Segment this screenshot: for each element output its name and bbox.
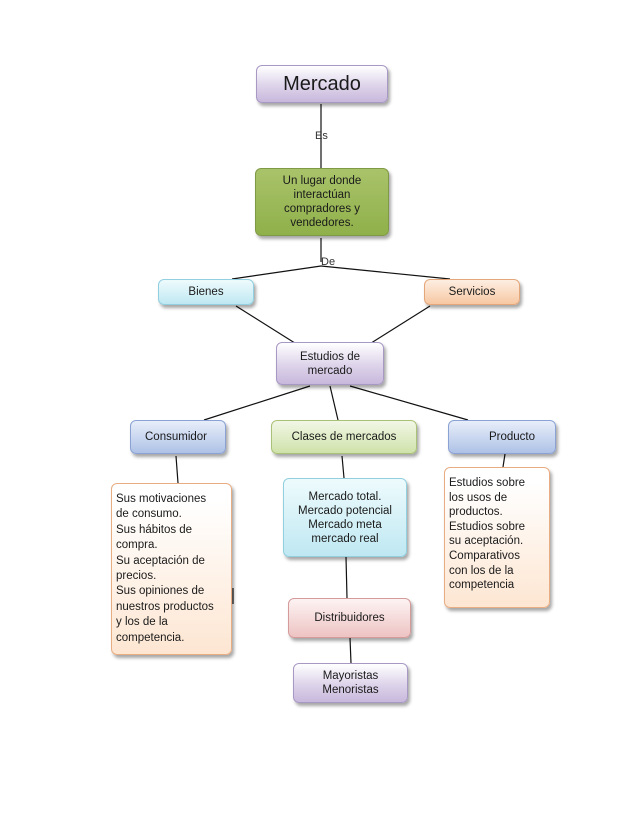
connector-label-es: Es	[315, 130, 328, 142]
node-consumidor[interactable]: Consumidor	[130, 420, 226, 454]
line-clases-mercado-total	[341, 455, 345, 479]
line-consumidor-motivaciones	[175, 455, 179, 484]
node-distribuidores[interactable]: Distribuidores	[288, 598, 411, 638]
node-clases-mercados[interactable]: Clases de mercados	[271, 420, 417, 454]
line-estudios-producto	[349, 385, 469, 421]
node-lugar[interactable]: Un lugar donde interactúan compradores y…	[255, 168, 389, 236]
line-producto-estudios-sobre	[502, 453, 506, 468]
line-bienes-estudios	[235, 305, 299, 346]
node-estudios-mercado[interactable]: Estudios de mercado	[276, 342, 384, 385]
line-de-bienes	[231, 265, 322, 280]
node-servicios[interactable]: Servicios	[424, 279, 520, 305]
connector-label-de: De	[321, 256, 336, 268]
node-bienes[interactable]: Bienes	[158, 279, 254, 305]
line-distribuidores-mayoristas	[349, 637, 352, 664]
node-motivaciones[interactable]: Sus motivaciones de consumo. Sus hábitos…	[111, 483, 232, 655]
line-mercado-total-distribuidores	[345, 556, 348, 599]
node-mercado[interactable]: Mercado	[256, 65, 388, 103]
line-estudios-consumidor	[203, 385, 311, 421]
node-mayoristas[interactable]: Mayoristas Menoristas	[293, 663, 408, 703]
node-producto[interactable]: Producto	[448, 420, 556, 454]
node-estudios-sobre[interactable]: Estudios sobre los usos de productos. Es…	[444, 467, 550, 608]
line-estudios-clases	[329, 385, 339, 421]
line-servicios-estudios	[367, 305, 431, 346]
node-mercado-total[interactable]: Mercado total. Mercado potencial Mercado…	[283, 478, 407, 557]
line-de-servicios	[320, 265, 451, 280]
